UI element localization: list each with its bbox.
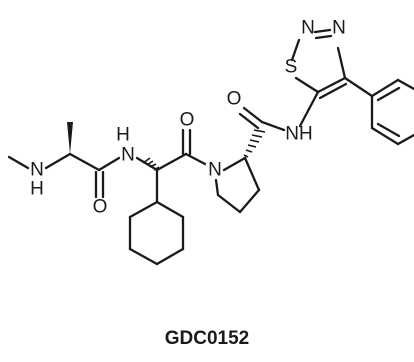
- hashed-bond-alpha2: [142, 157, 160, 171]
- atom-nh-amide3: NH: [285, 124, 312, 145]
- atom-n-methyl: N: [30, 160, 44, 181]
- atom-h-amide1: H: [116, 125, 130, 146]
- atom-n-triazole2: N: [332, 18, 346, 39]
- atom-s-thiadiazole: S: [285, 57, 298, 78]
- atom-labels: N H O H N O N O NH S N N: [30, 18, 346, 218]
- bond-lines: [7, 28, 414, 266]
- atom-h-methyl: H: [30, 179, 44, 200]
- hashed-bond-proline: [243, 129, 266, 158]
- atom-o-amide2: O: [180, 110, 195, 131]
- atom-n-amide1: N: [121, 145, 135, 166]
- compound-name-label: GDC0152: [164, 328, 250, 349]
- wedge-bond-methyl: [67, 122, 73, 154]
- atom-n-pyrrolidine: N: [208, 160, 222, 181]
- atom-n-triazole1: N: [301, 18, 315, 39]
- atom-o-amide3: O: [227, 89, 242, 110]
- stereo-bonds: [67, 122, 266, 171]
- atom-o-amide1: O: [93, 197, 108, 218]
